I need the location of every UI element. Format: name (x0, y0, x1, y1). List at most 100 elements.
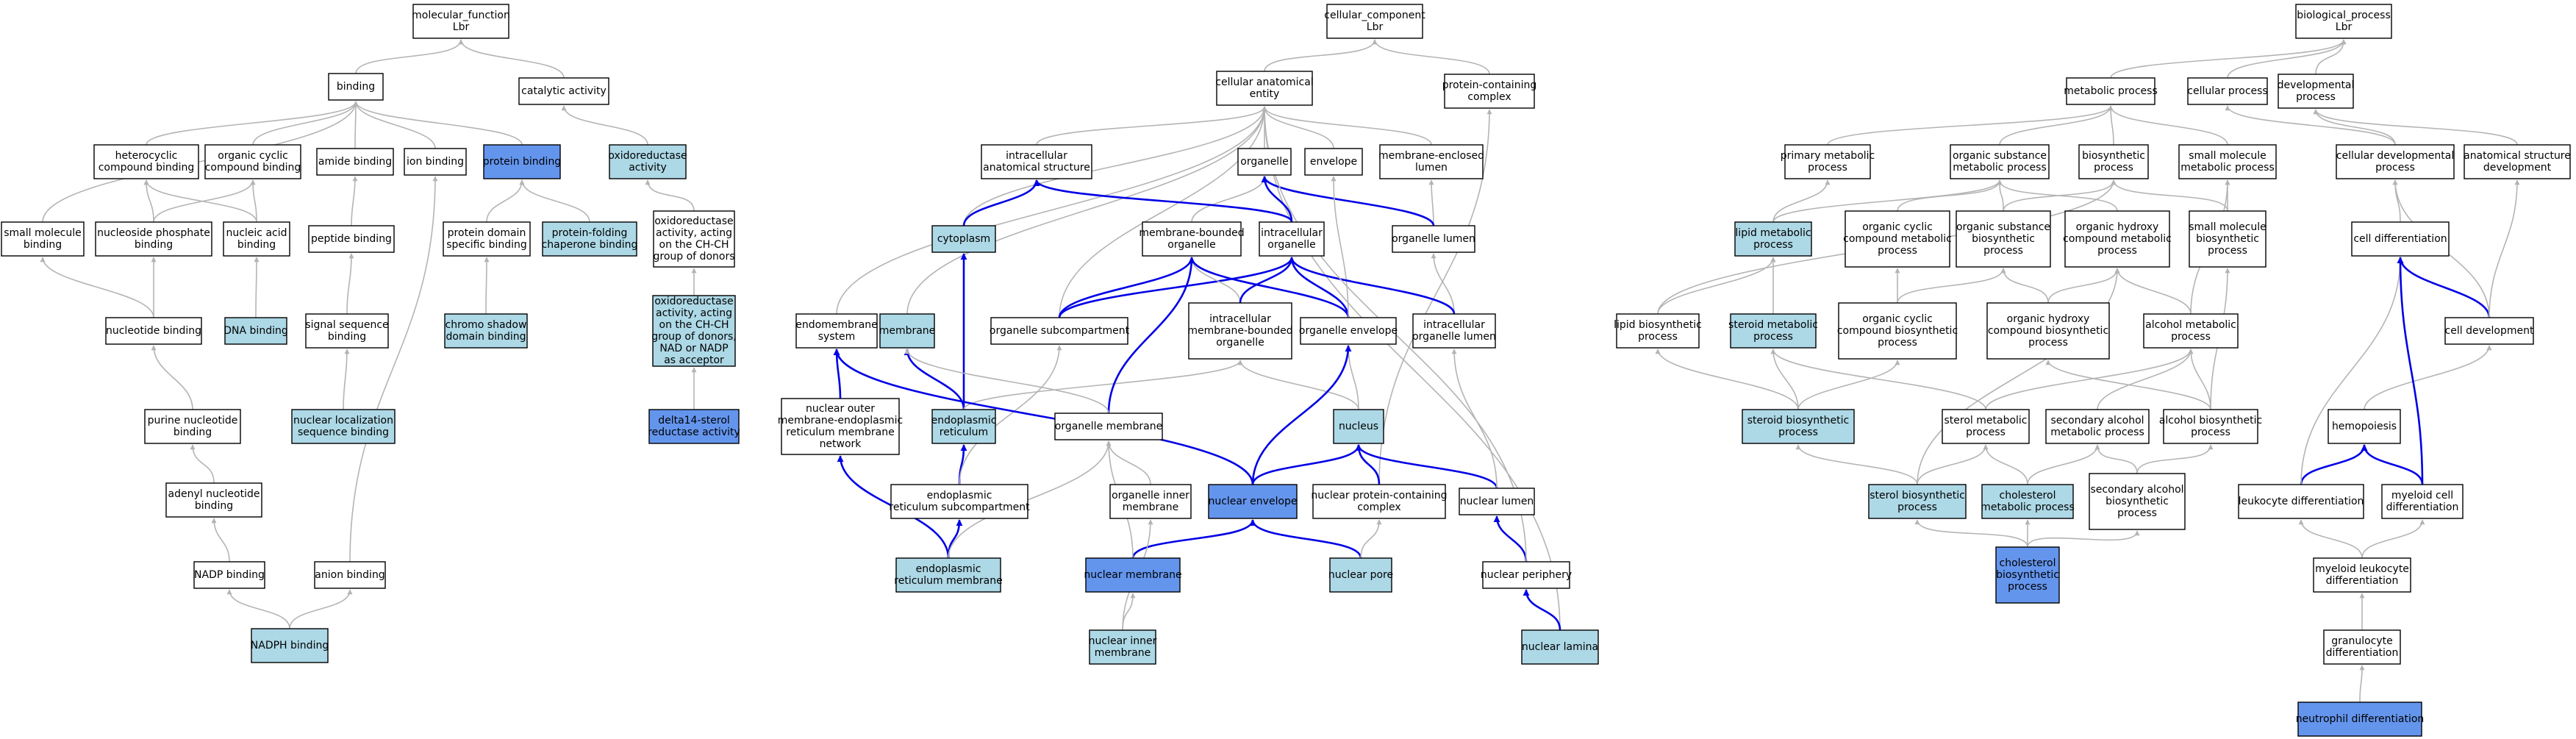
node-osub[interactable]: organelle subcompartment (990, 317, 1130, 345)
node-omem[interactable]: organelle membrane (1054, 413, 1163, 440)
node-membrane[interactable]: membrane (879, 313, 936, 349)
node-cytoplasm[interactable]: cytoplasm (931, 225, 996, 253)
node-nlamina[interactable]: nuclear lamina (1521, 629, 1599, 665)
node-ion[interactable]: ion binding (404, 148, 467, 176)
node-celldiff[interactable]: cell differentiation (2351, 221, 2450, 257)
node-celldev[interactable]: cell development (2444, 317, 2534, 345)
node-nlumen[interactable]: nuclear lumen (1459, 488, 1535, 515)
node-label-line: organelle membrane (1055, 421, 1162, 432)
node-npore[interactable]: nuclear pore (1328, 557, 1393, 593)
node-hemo[interactable]: hemopoiesis (2328, 409, 2401, 444)
node-nperiph[interactable]: nuclear periphery (1481, 561, 1572, 589)
node-amide[interactable]: amide binding (316, 148, 394, 176)
node-binding[interactable]: binding (328, 73, 384, 101)
node-catalytic[interactable]: catalytic activity (518, 77, 609, 105)
node-envelope[interactable]: envelope (1304, 148, 1363, 176)
node-nenv[interactable]: nuclear envelope (1208, 484, 1298, 519)
node-nucleus[interactable]: nucleus (1333, 409, 1384, 444)
node-nmem[interactable]: nuclear membrane (1084, 557, 1182, 593)
node-cellproc[interactable]: cellular process (2187, 77, 2268, 105)
node-nadph[interactable]: NADPH binding (251, 628, 329, 663)
node-anion[interactable]: anion binding (314, 561, 386, 589)
node-leukdiff[interactable]: leukocyte differentiation (2238, 484, 2364, 519)
node-label-line: nucleus (1339, 421, 1378, 432)
node-nadp[interactable]: NADP binding (193, 561, 265, 589)
node-peptide[interactable]: peptide binding (308, 225, 395, 253)
node-olumen[interactable]: organelle lumen (1392, 225, 1475, 253)
node-oenv[interactable]: organelle envelope (1299, 317, 1398, 345)
node-metab[interactable]: metabolic process (2064, 77, 2158, 105)
edge-chromo-to-protdom (484, 257, 490, 315)
node-nomer[interactable]: nuclear outermembrane-endoplasmicreticul… (778, 398, 903, 455)
node-organelle[interactable]: organelle (1237, 148, 1292, 176)
node-box (1459, 488, 1535, 515)
node-dna[interactable]: DNA binding (223, 317, 288, 345)
node-protbind[interactable]: protein binding (483, 144, 561, 179)
node-nucleotide[interactable]: nucleotide binding (105, 317, 202, 345)
node-neutro[interactable]: neutrophil differentiation (2296, 701, 2425, 737)
